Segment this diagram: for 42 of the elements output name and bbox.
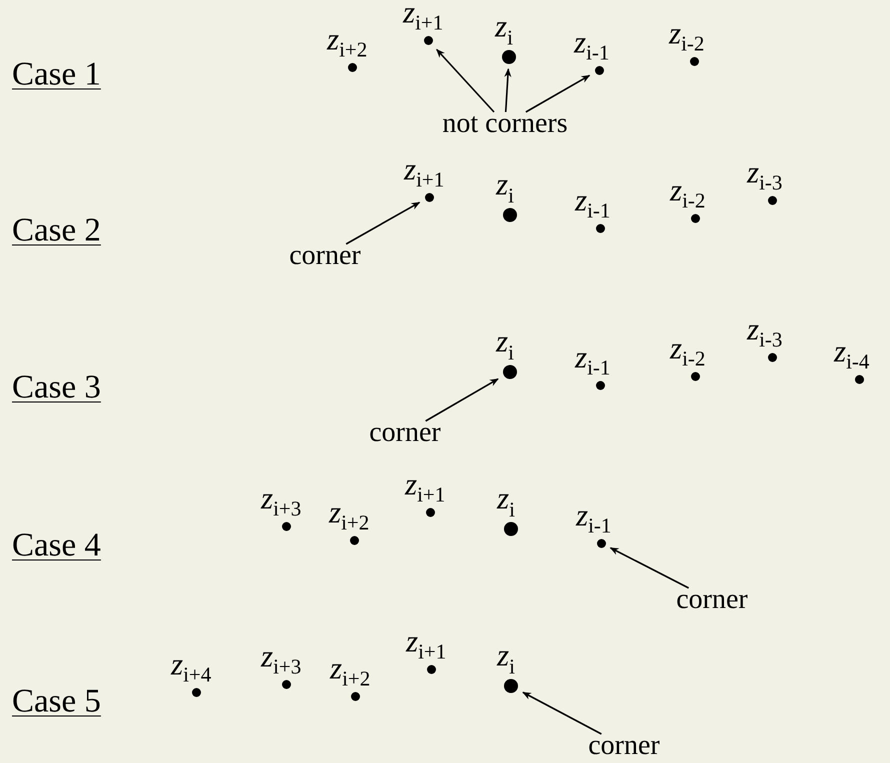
point-label: z$_{i-1}$ [576,498,612,532]
point-label: z$_{i-4}$ [834,334,870,368]
arrow [346,202,420,245]
point-label: z$_{i+3}$ [261,640,302,672]
arrow [504,68,512,112]
arrow [522,692,602,735]
point-label: z$_{i+1}$ [406,624,446,658]
point-label: z$_{i}$ [496,168,514,201]
case-heading: Case 4 [12,530,101,562]
point-label: z$_{i+2}$ [327,22,368,56]
callout-text: not corners [442,110,568,138]
callout-text: corner [588,732,660,760]
point-label: z$_{i-2}$ [669,16,704,50]
case-heading: Case 5 [12,686,101,718]
point-label: z$_{i+4}$ [171,648,212,680]
arrow [425,378,499,422]
case-heading: Case 3 [12,372,101,404]
point-label: z$_{i+2}$ [329,496,370,528]
arrow [526,74,590,113]
point-label: z$_{i}$ [496,325,514,358]
point-label: z$_{i}$ [495,10,513,43]
case-heading: Case 1 [12,58,101,92]
point-label: z$_{i-2}$ [670,332,706,364]
callout-text: corner [289,242,361,270]
point-label: z$_{i-1}$ [575,340,610,374]
point-label: z$_{i-3}$ [747,156,782,188]
point-label: z$_{i-3}$ [747,312,782,346]
point-label: z$_{i+2}$ [330,652,370,684]
point-label: z$_{i+1}$ [403,0,444,28]
point-label: z$_{i-1}$ [575,184,610,216]
point-label: z$_{i+1}$ [405,468,446,500]
arrow [610,547,689,589]
point-label: z$_{i-2}$ [670,174,706,206]
callout-text: corner [369,419,441,447]
case-heading: Case 2 [12,214,101,248]
point-label: z$_{i+1}$ [404,152,444,186]
point-label: z$_{i}$ [497,482,515,515]
point-label: z$_{i}$ [497,639,515,672]
point-label: z$_{i+3}$ [261,482,302,514]
arrow [436,48,495,113]
callout-text: corner [676,586,748,614]
point-label: z$_{i-1}$ [574,26,610,58]
